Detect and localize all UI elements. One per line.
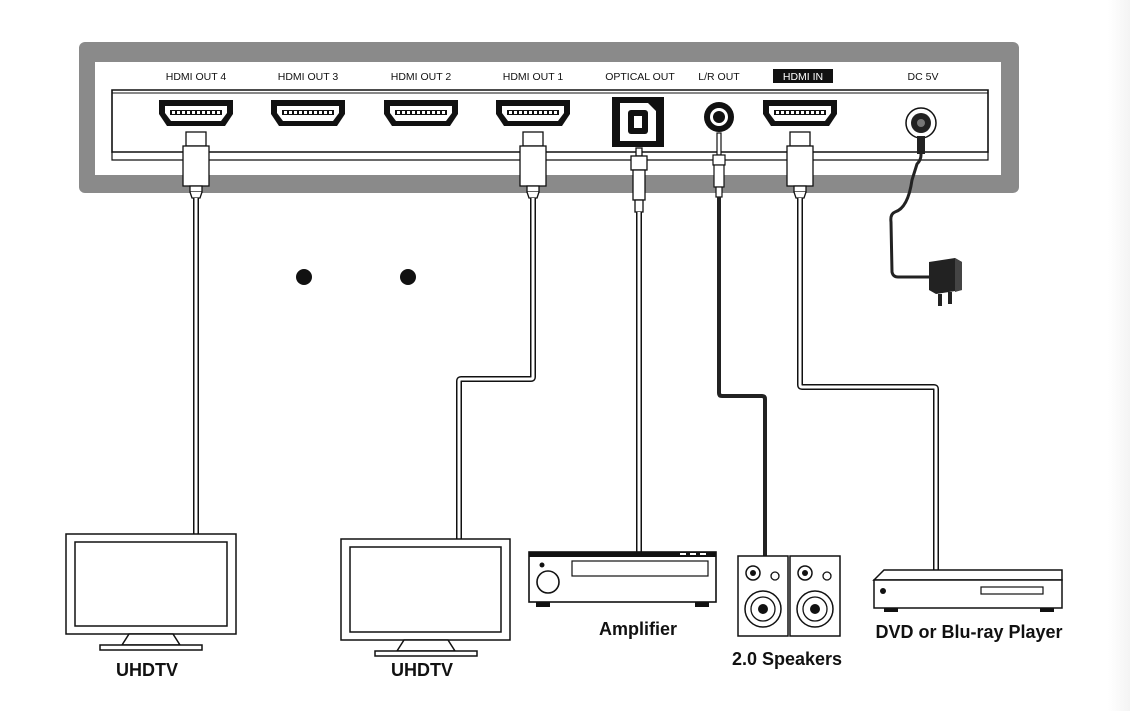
hdmi-in-label-bg — [773, 69, 833, 83]
audio-jack-icon — [704, 102, 734, 132]
amplifier-label: Amplifier — [599, 619, 677, 639]
power-adapter-icon — [929, 258, 962, 306]
tv-2-label: UHDTV — [391, 660, 453, 680]
ellipsis-dot-icon — [296, 269, 312, 285]
speaker-icon — [789, 555, 841, 637]
page-edge-shade — [1108, 0, 1130, 711]
ellipsis-dot-icon — [400, 269, 416, 285]
hdmi-port-icon — [271, 100, 345, 126]
hdmi-out-4-label: HDMI OUT 4 — [166, 71, 227, 83]
speakers-label: 2.0 Speakers — [732, 649, 842, 669]
hdmi-out-3-label: HDMI OUT 3 — [278, 71, 339, 83]
lr-out-label: L/R OUT — [698, 71, 740, 83]
tv-icon — [65, 533, 237, 651]
hdmi-port-icon — [384, 100, 458, 126]
hdmi-out-1-label: HDMI OUT 1 — [503, 71, 564, 83]
audio-plug — [712, 132, 726, 198]
hdmi-in-label: HDMI IN — [783, 71, 823, 83]
dc-jack-icon — [905, 107, 937, 139]
hdmi-port-icon — [496, 100, 570, 126]
dc-plug — [917, 136, 925, 154]
tv-icon — [340, 538, 511, 657]
player-label: DVD or Blu-ray Player — [875, 622, 1062, 642]
cables — [193, 140, 939, 580]
disc-player-icon — [872, 569, 1063, 612]
hdmi-port-icon — [159, 100, 233, 126]
optical-out-label: OPTICAL OUT — [605, 71, 675, 83]
amplifier-icon — [528, 551, 717, 607]
dc-label: DC 5V — [908, 71, 939, 83]
hdmi-out-2-label: HDMI OUT 2 — [391, 71, 452, 83]
tv-1-label: UHDTV — [116, 660, 178, 680]
optical-plug — [630, 147, 648, 213]
optical-port-icon — [612, 97, 664, 147]
speaker-icon — [737, 555, 789, 637]
hdmi-port-icon — [763, 100, 837, 126]
